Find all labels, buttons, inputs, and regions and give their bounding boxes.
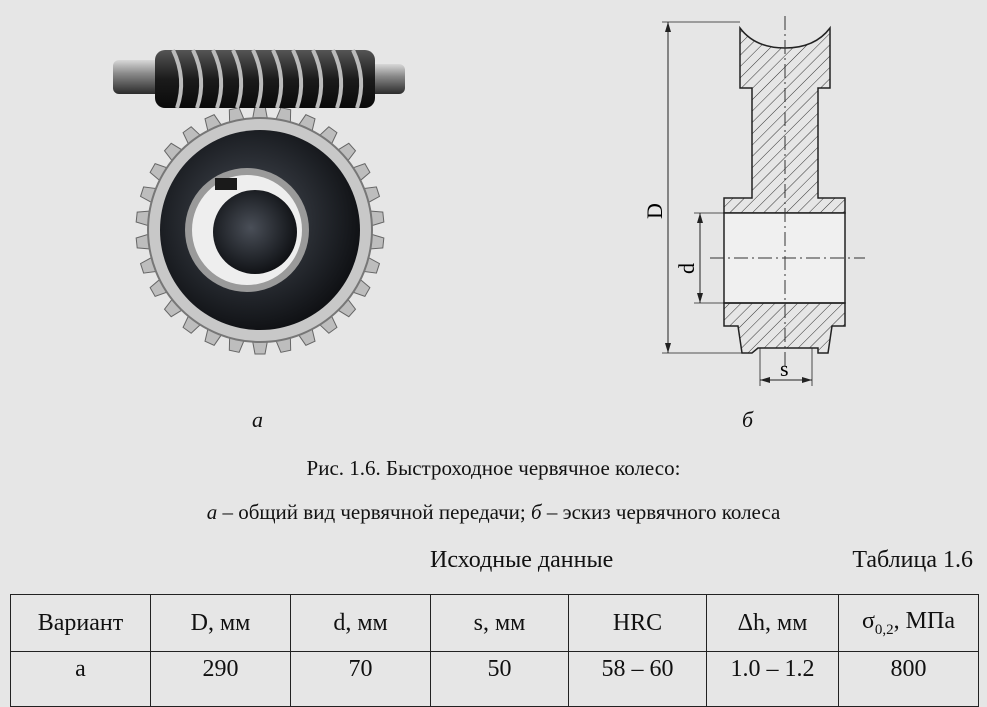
worm-thread <box>271 49 284 109</box>
worm-thread <box>251 49 264 109</box>
figure-b-label: б <box>742 407 754 432</box>
sigma-unit: , МПа <box>893 607 955 634</box>
worm-thread <box>351 49 364 109</box>
caption-b-marker: б <box>531 500 542 524</box>
worm-threads <box>171 49 364 109</box>
header-s: s, мм <box>430 594 569 652</box>
figure-caption-title: Рис. 1.6. Быстроходное червячное колесо: <box>306 456 681 480</box>
cell-variant: а <box>10 651 151 707</box>
dim-d-label: d <box>674 263 699 274</box>
header-sigma: σ0,2, МПа <box>838 594 979 652</box>
cell-sigma: 800 <box>838 651 979 707</box>
table-header-row: Вариант D, мм d, мм s, мм HRC Δh, мм σ0,… <box>10 594 979 652</box>
header-hrc: HRC <box>568 594 707 652</box>
cell-d: 70 <box>290 651 431 707</box>
sigma-symbol: σ <box>861 607 875 634</box>
header-D: D, мм <box>150 594 291 652</box>
table-number: Таблица 1.6 <box>852 547 973 573</box>
header-variant: Вариант <box>10 594 151 652</box>
table-row: а 290 70 50 58 – 60 1.0 – 1.2 800 <box>10 651 979 707</box>
worm-thread <box>171 49 184 109</box>
worm-gear-photo <box>113 49 405 355</box>
cell-hrc: 58 – 60 <box>568 651 707 707</box>
cell-s: 50 <box>430 651 569 707</box>
header-delta-h: Δh, мм <box>706 594 839 652</box>
worm-thread <box>211 49 224 109</box>
cell-delta-h: 1.0 – 1.2 <box>706 651 839 707</box>
dim-D-label: D <box>642 203 667 219</box>
table-title: Исходные данные <box>430 547 614 573</box>
worm-wheel-sketch: D d s <box>642 16 865 386</box>
worm-thread <box>291 49 304 109</box>
caption-b-text: – эскиз червячного колеса <box>541 500 781 524</box>
worm-thread <box>331 49 344 109</box>
dim-s-label: s <box>780 356 789 381</box>
caption-a-marker: а <box>206 500 218 524</box>
header-d: d, мм <box>290 594 431 652</box>
caption-a-text: – общий вид червячной передачи; <box>217 500 531 524</box>
cell-D: 290 <box>150 651 291 707</box>
worm-thread <box>191 49 204 109</box>
source-data-table: Вариант D, мм d, мм s, мм HRC Δh, мм σ0,… <box>10 594 979 707</box>
worm-thread <box>231 49 244 109</box>
figure-caption-legend: а – общий вид червячной передачи; б – эс… <box>0 500 987 525</box>
sigma-subscript: 0,2 <box>874 621 894 638</box>
worm-thread <box>311 49 324 109</box>
figure-a-label: а <box>252 407 263 432</box>
